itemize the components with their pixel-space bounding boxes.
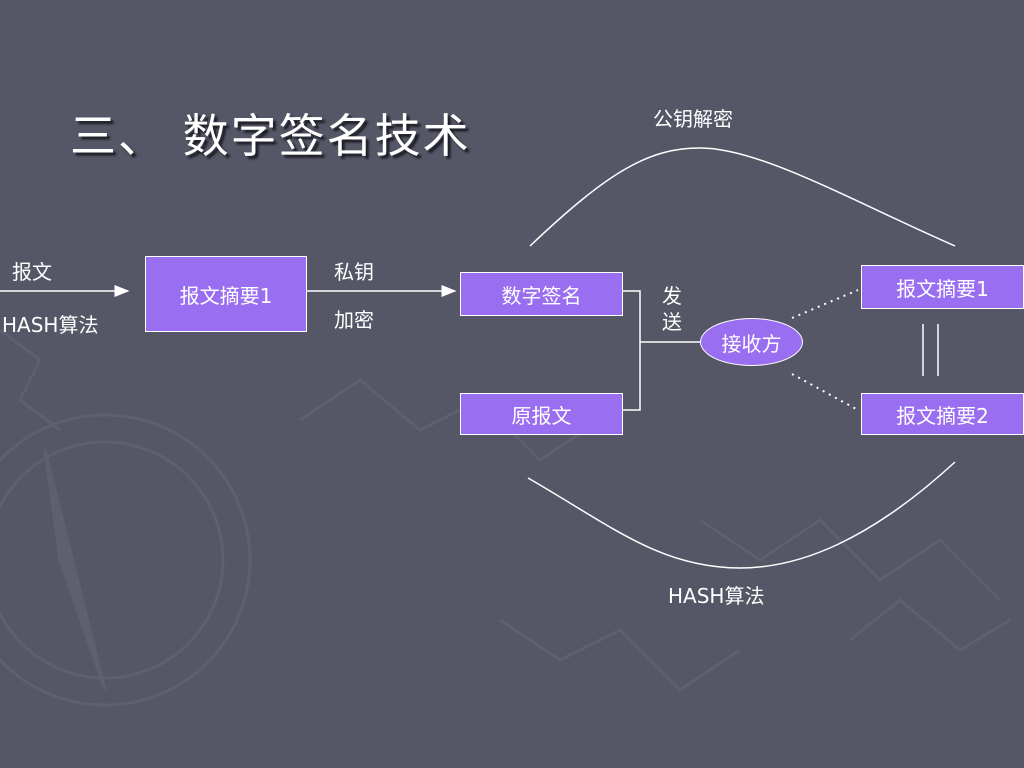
label-private-key: 私钥 bbox=[334, 260, 374, 284]
ellipse-receiver[interactable]: 接收方 bbox=[700, 318, 803, 366]
arc-decrypt bbox=[529, 147, 956, 247]
label-hash-bottom: HASH算法 bbox=[668, 584, 765, 608]
arc-hash bbox=[527, 461, 956, 569]
box-digest-right-2[interactable]: 报文摘要2 bbox=[861, 393, 1024, 435]
box-original-message[interactable]: 原报文 bbox=[460, 393, 623, 435]
dotted-to-digest2 bbox=[791, 373, 859, 411]
dotted-to-digest1 bbox=[791, 289, 859, 319]
label-hash-left: HASH算法 bbox=[2, 313, 99, 337]
page-title: 三、 数字签名技术 bbox=[70, 109, 471, 163]
label-public-key-decrypt: 公钥解密 bbox=[653, 107, 733, 131]
box-digest-left[interactable]: 报文摘要1 bbox=[145, 256, 307, 332]
label-send-1: 发 bbox=[662, 284, 682, 308]
box-signature[interactable]: 数字签名 bbox=[460, 272, 623, 316]
box-digest-right-1[interactable]: 报文摘要1 bbox=[861, 265, 1024, 309]
send-bracket bbox=[623, 290, 641, 411]
label-message: 报文 bbox=[12, 260, 52, 284]
label-encrypt: 加密 bbox=[334, 308, 374, 332]
label-send: 发 送 bbox=[660, 283, 684, 335]
label-send-2: 送 bbox=[662, 310, 682, 334]
